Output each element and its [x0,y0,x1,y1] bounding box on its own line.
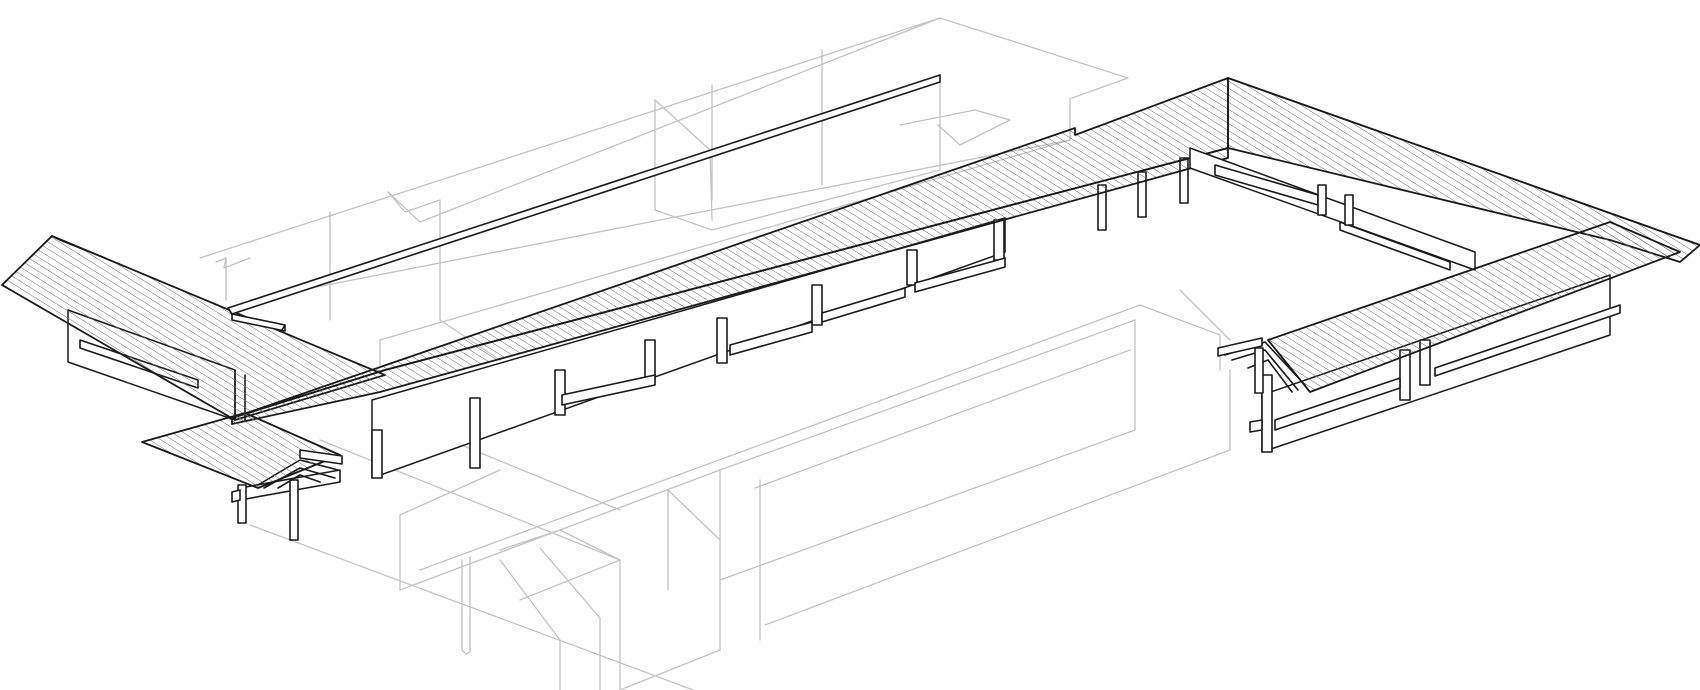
context-building-south [249,289,1231,690]
entrance-porch-east [1217,337,1306,394]
entrance-porch-west [141,412,343,541]
east-wing [1189,77,1700,453]
central-wing [231,77,1229,479]
north-ridge [227,74,941,332]
